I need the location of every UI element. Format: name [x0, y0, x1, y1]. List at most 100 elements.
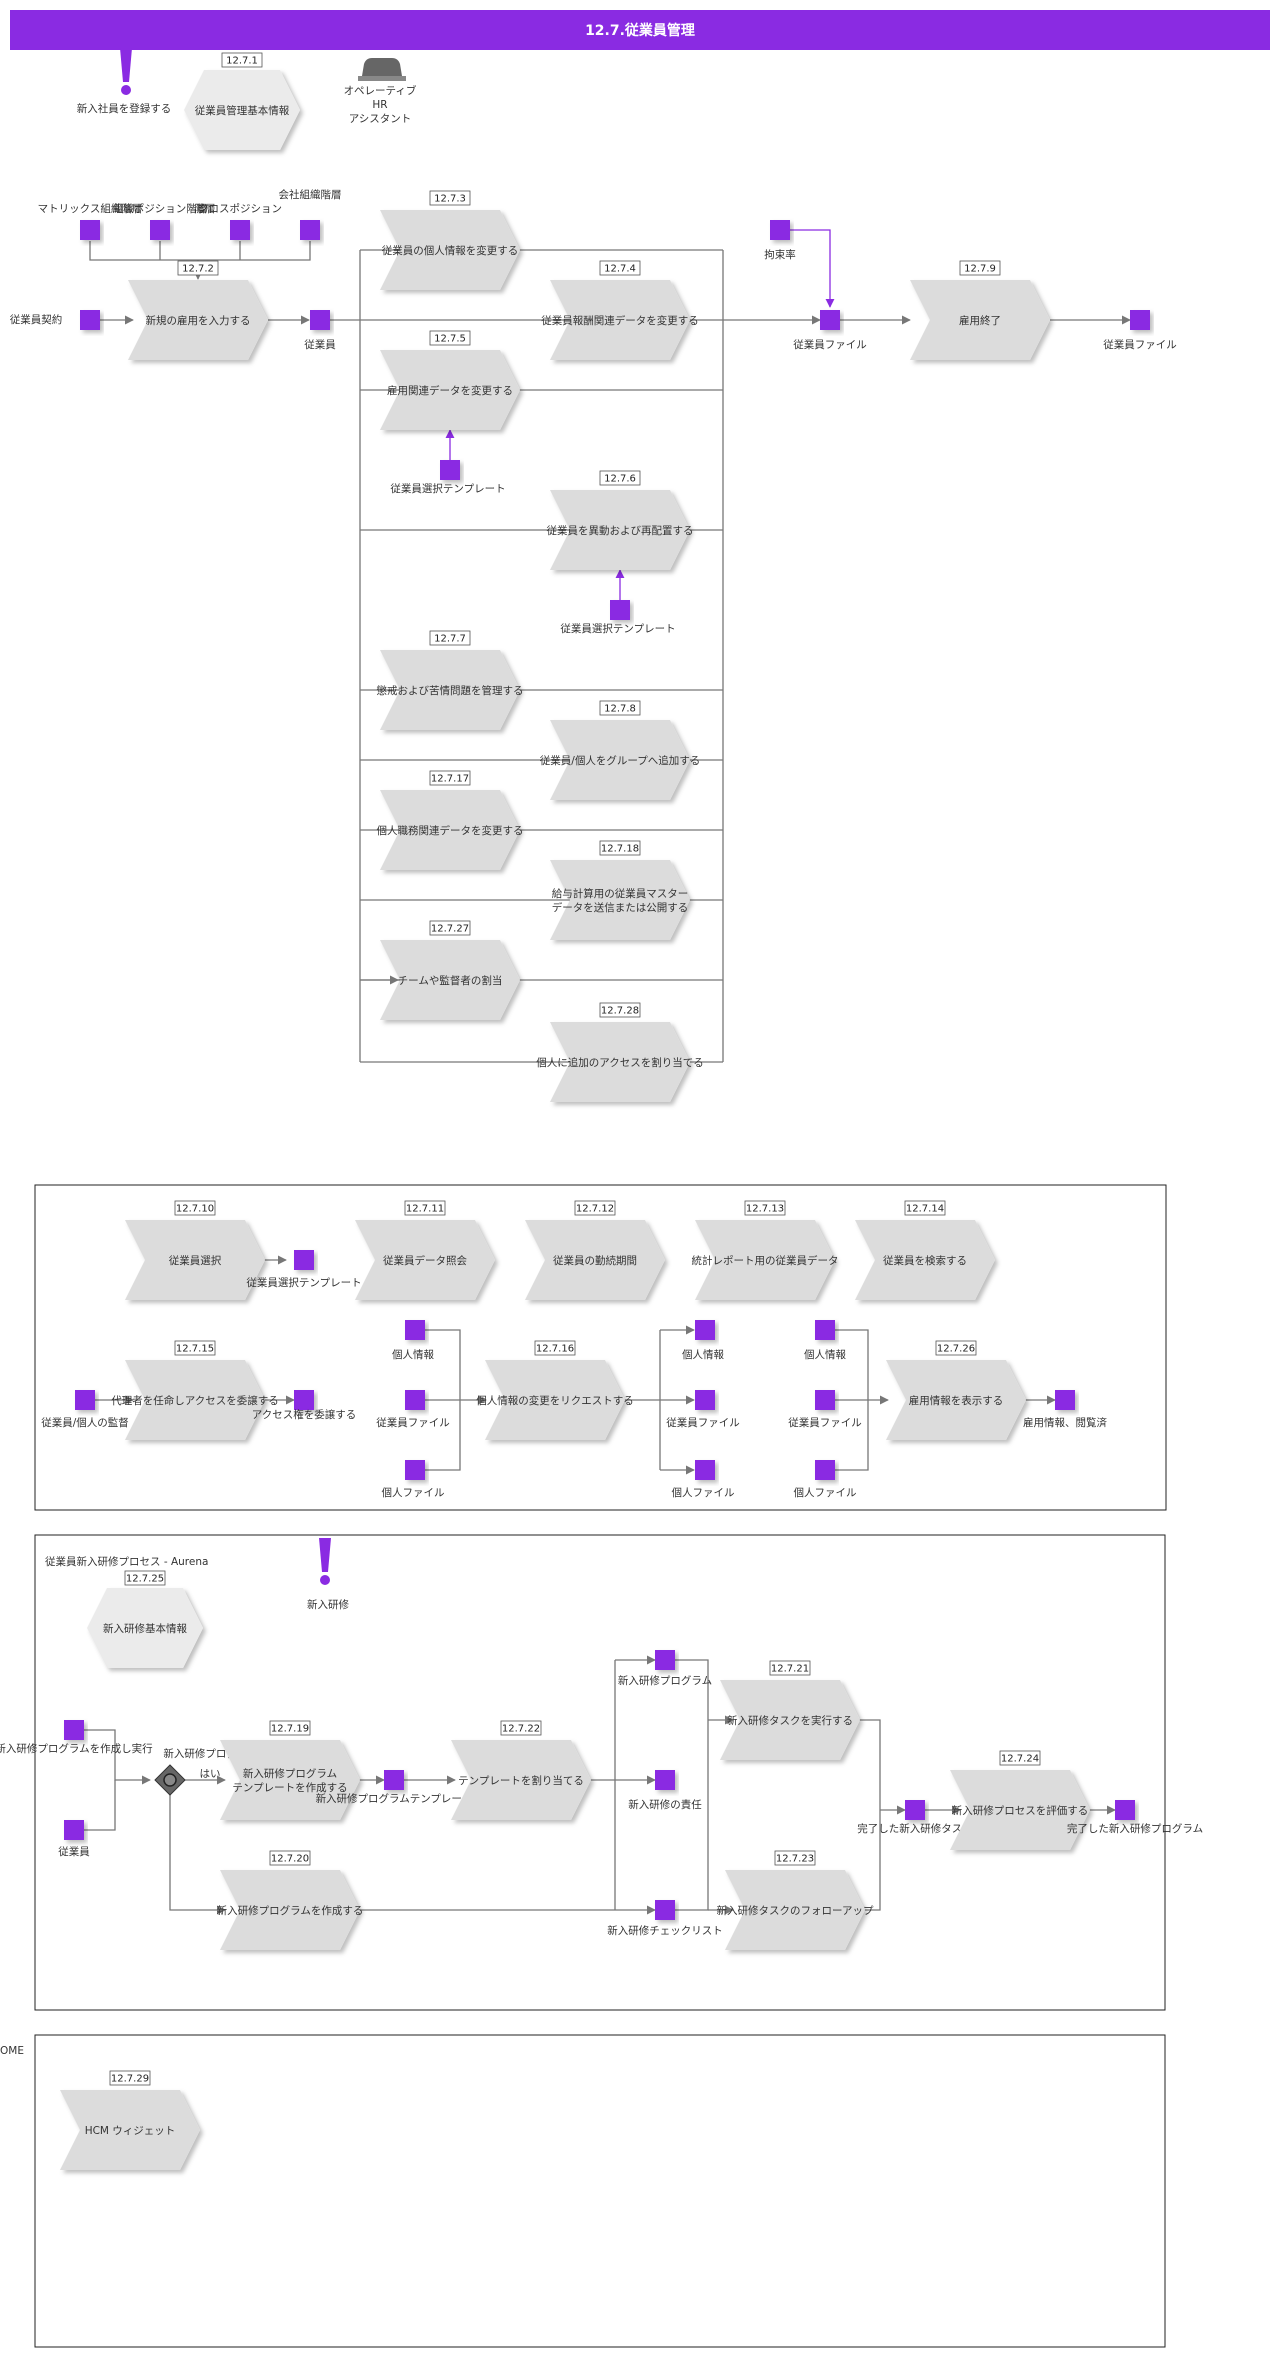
- section4-side-label: OME: [0, 2045, 24, 2057]
- process-12-7-15-id: [174, 1340, 216, 1356]
- process-12-7-26-id-text: 12.7.26: [937, 1344, 975, 1355]
- process-12-7-6-label: 従業員を異動および再配置する: [547, 524, 694, 537]
- process-12-7-9[interactable]: [910, 280, 1050, 360]
- process-12-7-27[interactable]: [380, 940, 520, 1020]
- process-12-7-3[interactable]: [380, 210, 520, 290]
- process-12-7-9-id-text: 12.7.9: [964, 264, 996, 275]
- process-12-7-26[interactable]: [886, 1360, 1026, 1440]
- process-12-7-20[interactable]: [220, 1870, 360, 1950]
- process-12-7-21[interactable]: [720, 1680, 860, 1760]
- onboarding-decision-gateway[interactable]: [154, 1764, 186, 1796]
- personal-file-3-label: 個人ファイル: [794, 1486, 857, 1499]
- process-12-7-12[interactable]: [525, 1220, 665, 1300]
- process-12-7-22[interactable]: [451, 1740, 591, 1820]
- employee-file-1[interactable]: [820, 310, 840, 330]
- onboarding-source-employee[interactable]: [64, 1820, 84, 1840]
- process-12-7-27-id: [429, 920, 471, 936]
- personal-info-3[interactable]: [815, 1320, 835, 1340]
- personal-file-3[interactable]: [815, 1460, 835, 1480]
- hr-assistant-label-1: オペレーティブ: [344, 84, 417, 97]
- employee-supervisor[interactable]: [75, 1390, 95, 1410]
- process-12-7-4-id: [599, 260, 641, 276]
- employee-file-5[interactable]: [815, 1390, 835, 1410]
- process-12-7-6[interactable]: [550, 490, 690, 570]
- employee-selection-template-3[interactable]: [294, 1250, 314, 1270]
- process-12-7-27-id-text: 12.7.27: [431, 924, 469, 935]
- process-12-7-10[interactable]: [125, 1220, 265, 1300]
- process-12-7-11-id-text: 12.7.11: [406, 1204, 444, 1215]
- personal-info-1[interactable]: [405, 1320, 425, 1340]
- process-12-7-11-id: [404, 1200, 446, 1216]
- personal-info-2[interactable]: [695, 1320, 715, 1340]
- employee-file-1-label: 従業員ファイル: [793, 338, 867, 351]
- employee-selection-template-2[interactable]: [610, 600, 630, 620]
- process-12-7-29-id: [109, 2070, 151, 2086]
- process-12-7-29[interactable]: [60, 2090, 200, 2170]
- delegate-access-rights[interactable]: [294, 1390, 314, 1410]
- process-12-7-16-id-text: 12.7.16: [536, 1344, 574, 1355]
- process-12-7-19[interactable]: [220, 1740, 360, 1820]
- process-12-7-4[interactable]: [550, 280, 690, 360]
- onboarding-program[interactable]: [655, 1650, 675, 1670]
- onboarding-responsibility[interactable]: [655, 1770, 675, 1790]
- process-12-7-5-label: 雇用関連データを変更する: [387, 384, 513, 397]
- employee-mgmt-basic-info[interactable]: [184, 70, 300, 150]
- employment-info-viewed[interactable]: [1055, 1390, 1075, 1410]
- onboarding-source-create-run[interactable]: [64, 1720, 84, 1740]
- process-12-7-2[interactable]: [128, 280, 268, 360]
- process-12-7-5[interactable]: [380, 350, 520, 430]
- section-onboarding: [34, 1534, 1166, 2011]
- restraint-rate[interactable]: [770, 220, 790, 240]
- process-12-7-13[interactable]: [695, 1220, 835, 1300]
- process-12-7-16-id: [534, 1340, 576, 1356]
- completed-onboarding-tasks[interactable]: [905, 1800, 925, 1820]
- process-12-7-2-label: 新規の雇用を入力する: [146, 314, 251, 327]
- restraint-rate-label: 拘束率: [764, 248, 796, 261]
- employee-file-3[interactable]: [405, 1390, 425, 1410]
- section-hcm-widget: [34, 2034, 1166, 2348]
- process-12-7-7[interactable]: [380, 650, 520, 730]
- employee-data[interactable]: [310, 310, 330, 330]
- process-12-7-24-label: 新入研修プロセスを評価する: [952, 1804, 1089, 1817]
- personal-file-1[interactable]: [405, 1460, 425, 1480]
- onboarding-program-label: 新入研修プログラム: [618, 1674, 712, 1687]
- process-12-7-12-label: 従業員の勤続期間: [553, 1254, 637, 1267]
- onboarding-program-template[interactable]: [384, 1770, 404, 1790]
- process-12-7-23-id-text: 12.7.23: [776, 1854, 814, 1865]
- employee-file-4[interactable]: [695, 1390, 715, 1410]
- process-12-7-18[interactable]: [550, 860, 690, 940]
- process-12-7-15[interactable]: [125, 1360, 265, 1440]
- employee-file-2[interactable]: [1130, 310, 1150, 330]
- onboarding-event-icon: [319, 1538, 331, 1585]
- process-12-7-5-id-text: 12.7.5: [434, 334, 466, 345]
- process-12-7-12-id-text: 12.7.12: [576, 1204, 614, 1215]
- onboarding-basic-info[interactable]: [87, 1588, 203, 1668]
- process-12-7-17-id: [429, 770, 471, 786]
- process-12-7-17-id-text: 12.7.17: [431, 774, 469, 785]
- process-12-7-6-id: [599, 470, 641, 486]
- employee-contract[interactable]: [80, 310, 100, 330]
- matrix-org-hierarchy[interactable]: [80, 220, 100, 240]
- process-12-7-4-id-text: 12.7.4: [604, 264, 636, 275]
- process-12-7-16[interactable]: [485, 1360, 625, 1440]
- org-position-hierarchy[interactable]: [150, 220, 170, 240]
- process-12-7-14[interactable]: [855, 1220, 995, 1300]
- personal-file-2[interactable]: [695, 1460, 715, 1480]
- cross-position-hierarchy[interactable]: [230, 220, 250, 240]
- process-12-7-23[interactable]: [725, 1870, 865, 1950]
- process-12-7-24[interactable]: [950, 1770, 1090, 1850]
- process-12-7-8[interactable]: [550, 720, 690, 800]
- process-12-7-28[interactable]: [550, 1022, 690, 1102]
- employee-selection-template-1[interactable]: [440, 460, 460, 480]
- process-12-7-17[interactable]: [380, 790, 520, 870]
- completed-onboarding-program[interactable]: [1115, 1800, 1135, 1820]
- process-12-7-13-id-text: 12.7.13: [746, 1204, 784, 1215]
- process-12-7-11[interactable]: [355, 1220, 495, 1300]
- company-org-hierarchy[interactable]: [300, 220, 320, 240]
- process-12-7-8-id: [599, 700, 641, 716]
- employee-selection-template-3-label: 従業員選択テンプレート: [246, 1276, 361, 1289]
- process-12-7-15-id-text: 12.7.15: [176, 1344, 214, 1355]
- onboarding-checklist[interactable]: [655, 1900, 675, 1920]
- process-12-7-11-label: 従業員データ照会: [383, 1254, 467, 1267]
- process-12-7-22-id: [500, 1720, 542, 1736]
